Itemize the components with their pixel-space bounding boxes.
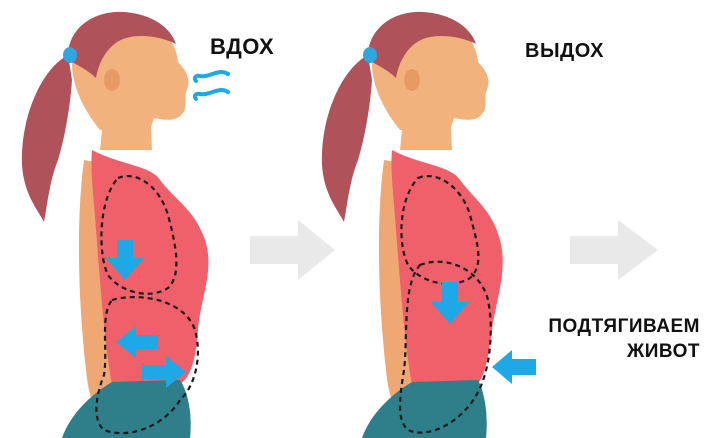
pull-belly-label: ПОДТЯГИВАЕМ ЖИВОТ: [512, 314, 700, 364]
tank-top: [391, 150, 502, 385]
pants: [362, 380, 487, 438]
hair-ponytail: [322, 55, 372, 222]
breath-in-icon: [195, 72, 228, 99]
figure-exhale: [322, 12, 536, 438]
tank-top: [91, 150, 208, 385]
ear: [104, 69, 120, 91]
exhale-label: ВЫДОХ: [525, 40, 604, 63]
pull-belly-line1: ПОДТЯГИВАЕМ: [512, 314, 700, 339]
next-step-arrow-icon: [250, 220, 335, 280]
hair-ponytail: [22, 55, 72, 222]
pull-belly-line2: ЖИВОТ: [512, 339, 700, 364]
ear: [404, 69, 420, 91]
hair-tie: [363, 47, 377, 63]
pants: [62, 380, 191, 438]
figure-inhale: [22, 12, 228, 438]
inhale-label: ВДОХ: [210, 34, 274, 60]
hair-tie: [63, 47, 77, 63]
next-step-arrow-icon: [570, 220, 658, 280]
